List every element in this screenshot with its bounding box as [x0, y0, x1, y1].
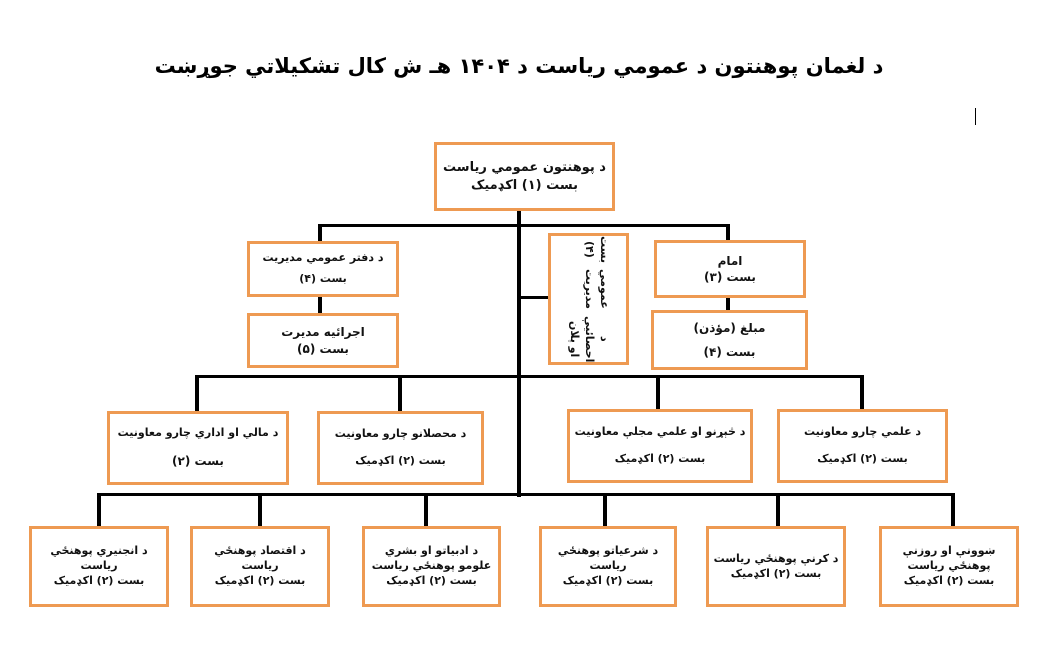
- unit-name: مبلغ (مؤذن): [693, 321, 766, 336]
- connector: [726, 296, 730, 312]
- faculty-name-line2: رياست: [80, 559, 118, 573]
- unit-name: امام: [717, 253, 743, 268]
- imam-box: امام بست (۳): [654, 240, 806, 298]
- unit-posts: بست (۴): [299, 272, 347, 286]
- unit-name: د څېړنو او علمي مجلې معاونيت: [574, 424, 746, 438]
- research-deputy-box: د څېړنو او علمي مجلې معاونيت بست (۲) اکډ…: [567, 409, 753, 483]
- connector: [318, 296, 322, 315]
- connector: [860, 375, 864, 411]
- academic-deputy-box: د علمي چارو معاونيت بست (۲) اکډميک: [777, 409, 948, 483]
- finance-deputy-box: د مالي او اداري چارو معاونيت بست (۲): [107, 411, 289, 485]
- general-office-box: د دفتر عمومي مديريت بست (۴): [247, 241, 399, 297]
- faculty-name-line1: ښوونې او روزنې: [902, 544, 996, 558]
- faculty-name-line1: د شرعياتو پوهنځي: [557, 544, 659, 558]
- unit-name: د مالي او اداري چارو معاونيت: [117, 426, 279, 440]
- faculty-name-line2: علومو پوهنځي رياست: [371, 559, 492, 573]
- unit-posts: بست (۱) اکډميک: [471, 177, 578, 193]
- unit-name: د دفتر عمومي مديريت: [262, 250, 384, 264]
- statistics-box: د احصائيې او پلان عمومي مديريت بست (۴): [548, 233, 629, 365]
- faculty-posts: بست (۲) اکډميک: [903, 573, 995, 587]
- faculty-box-education: ښوونې او روزنې پوهنځي رياست بست (۲) اکډم…: [879, 526, 1019, 607]
- connector: [97, 493, 955, 496]
- unit-name: اجرائيه مديرت: [281, 325, 365, 340]
- unit-posts: بست (۵): [297, 341, 349, 356]
- faculty-name-line2: رياست: [241, 559, 279, 573]
- unit-posts: بست (۲): [172, 454, 224, 469]
- faculty-name-line1: د کرنې پوهنځي رياست: [713, 551, 839, 565]
- executive-box: اجرائيه مديرت بست (۵): [247, 313, 399, 368]
- faculty-name-line1: د انجنيري پوهنځي: [50, 544, 148, 558]
- unit-posts: بست (۴): [582, 236, 611, 263]
- faculty-box-sharia: د شرعياتو پوهنځي رياست بست (۲) اکډميک: [539, 526, 677, 607]
- connector: [195, 375, 864, 378]
- faculty-posts: بست (۲) اکډميک: [214, 573, 306, 587]
- connector: [656, 375, 660, 411]
- students-deputy-box: د محصلانو چارو معاونيت بست (۲) اکډميک: [317, 411, 484, 485]
- chart-title: د لغمان پوهنتون د عمومي رياست د ۱۴۰۴ هـ …: [154, 54, 884, 78]
- connector: [424, 493, 428, 527]
- presidency-box: د پوهنتون عمومي رياست بست (۱) اکډميک: [434, 142, 615, 211]
- faculty-name-line2: رياست: [589, 559, 627, 573]
- connector: [97, 493, 101, 527]
- connector: [776, 493, 780, 527]
- connector: [318, 224, 730, 227]
- connector: [318, 224, 322, 243]
- faculty-posts: بست (۲) اکډميک: [562, 573, 654, 587]
- faculty-posts: بست (۲) اکډميک: [730, 566, 822, 580]
- faculty-box-literature: د ادبياتو او بشري علومو پوهنځي رياست بست…: [362, 526, 501, 607]
- faculty-box-agriculture: د کرنې پوهنځي رياست بست (۲) اکډميک: [706, 526, 846, 607]
- connector: [726, 224, 730, 242]
- unit-name: د پوهنتون عمومي رياست: [443, 159, 606, 175]
- connector: [603, 493, 607, 527]
- connector: [519, 296, 549, 299]
- faculty-posts: بست (۲) اکډميک: [386, 573, 477, 587]
- muezzin-box: مبلغ (مؤذن) بست (۴): [651, 310, 808, 370]
- connector: [951, 493, 955, 527]
- unit-name-line1: د احصائيې او پلان: [568, 315, 611, 362]
- faculty-name-line1: د اقتصاد پوهنځي: [214, 544, 306, 558]
- connector: [517, 210, 521, 497]
- connector: [195, 375, 199, 413]
- faculty-box-economics: د اقتصاد پوهنځي رياست بست (۲) اکډميک: [190, 526, 330, 607]
- unit-name-line2: عمومي مديريت: [582, 269, 611, 310]
- unit-posts: بست (۲) اکډميک: [355, 454, 446, 468]
- unit-posts: بست (۲) اکډميک: [614, 452, 706, 466]
- faculty-box-engineering: د انجنيري پوهنځي رياست بست (۲) اکډميک: [29, 526, 169, 607]
- connector: [258, 493, 262, 527]
- faculty-posts: بست (۲) اکډميک: [53, 573, 145, 587]
- faculty-name-line1: د ادبياتو او بشري: [384, 544, 479, 558]
- unit-posts: بست (۲) اکډميک: [817, 452, 908, 466]
- unit-posts: بست (۴): [703, 344, 756, 359]
- faculty-name-line2: پوهنځي رياست: [907, 559, 991, 573]
- text-cursor: [975, 108, 976, 125]
- connector: [398, 375, 402, 413]
- unit-posts: بست (۳): [704, 270, 756, 284]
- unit-name: د علمي چارو معاونيت: [803, 424, 922, 438]
- unit-name: د محصلانو چارو معاونيت: [334, 426, 467, 440]
